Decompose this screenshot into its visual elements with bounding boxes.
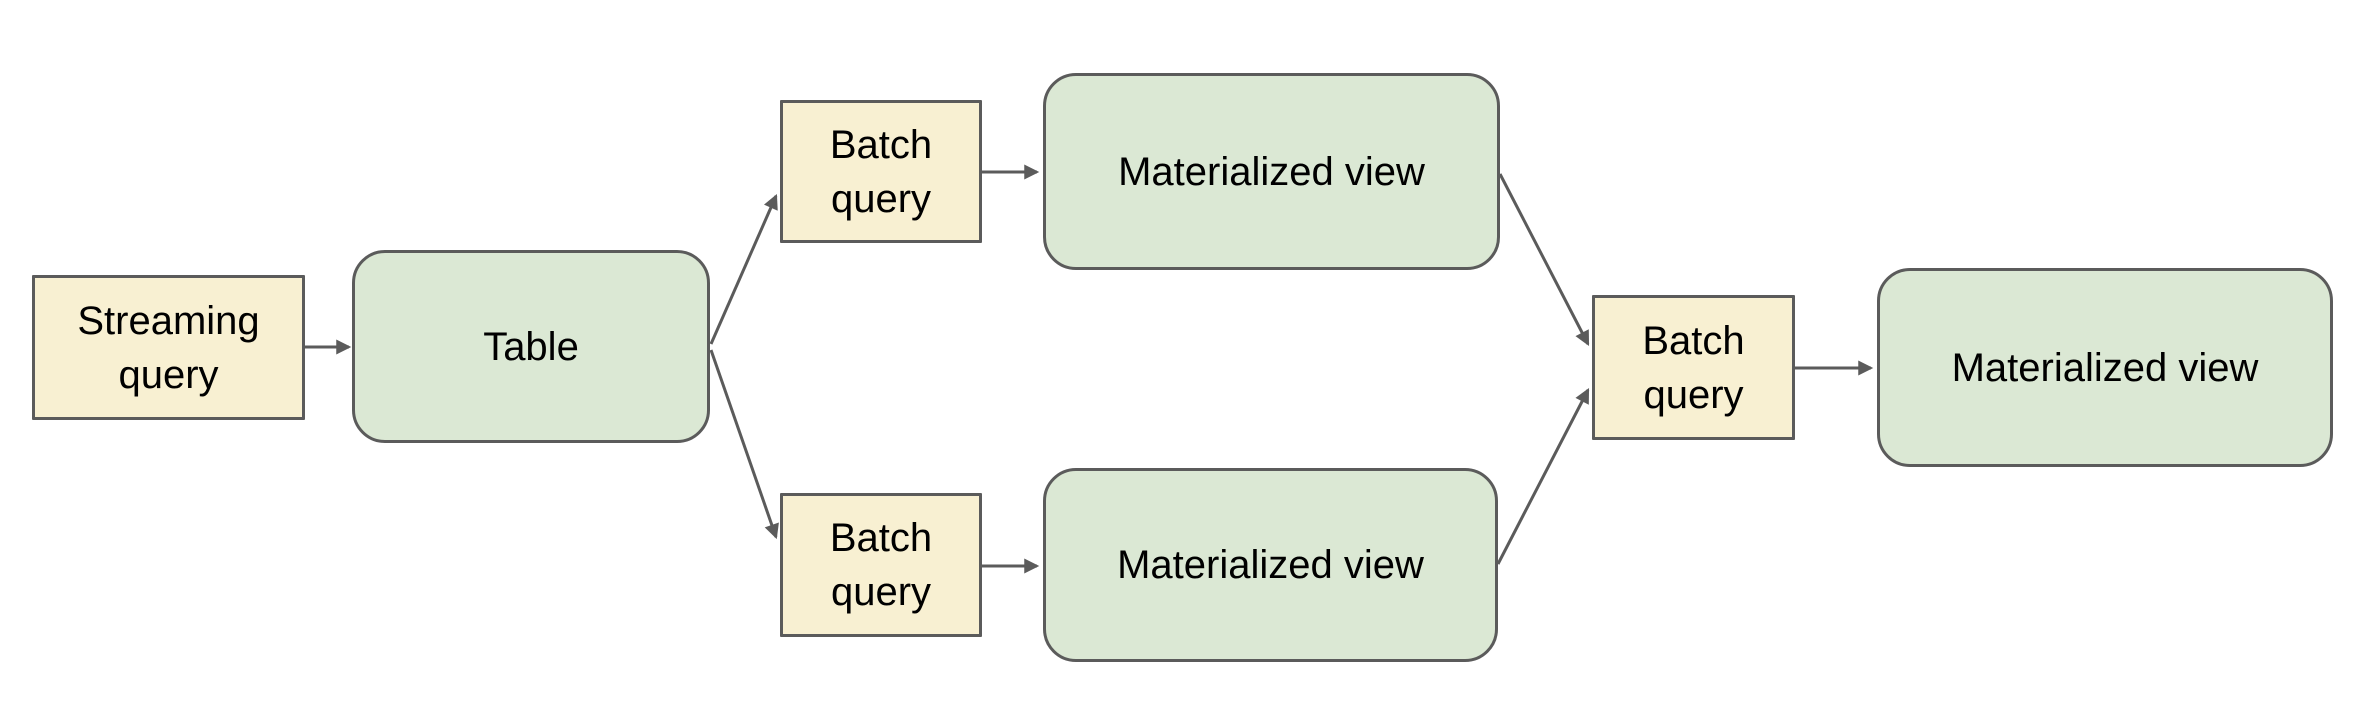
node-materialized-view-final: Materialized view — [1877, 268, 2333, 467]
edge-materialized-view-bottom-to-batch-query-right — [1496, 388, 1590, 565]
node-streaming-query-label: Streaming query — [77, 298, 260, 397]
node-materialized-view-top: Materialized view — [1043, 73, 1500, 270]
edge-table-to-batch-query-bottom — [709, 349, 779, 540]
node-batch-query-right: Batch query — [1592, 295, 1795, 440]
edge-table-to-batch-query-top — [709, 193, 778, 345]
node-materialized-view-final-label: Materialized view — [1951, 345, 2259, 390]
node-streaming-query: Streaming query — [32, 275, 305, 420]
node-batch-query-bottom: Batch query — [780, 493, 982, 637]
node-batch-query-right-label: Batch query — [1642, 318, 1745, 417]
node-table-label: Table — [483, 324, 579, 369]
node-table: Table — [352, 250, 710, 443]
node-batch-query-top-label: Batch query — [829, 122, 933, 221]
node-materialized-view-bottom-label: Materialized view — [1117, 543, 1424, 587]
node-materialized-view-top-label: Materialized view — [1118, 149, 1425, 194]
node-batch-query-top: Batch query — [780, 100, 982, 243]
node-materialized-view-bottom: Materialized view — [1043, 468, 1498, 662]
edge-materialized-view-top-to-batch-query-right — [1498, 173, 1590, 346]
node-batch-query-bottom-label: Batch query — [829, 516, 933, 614]
